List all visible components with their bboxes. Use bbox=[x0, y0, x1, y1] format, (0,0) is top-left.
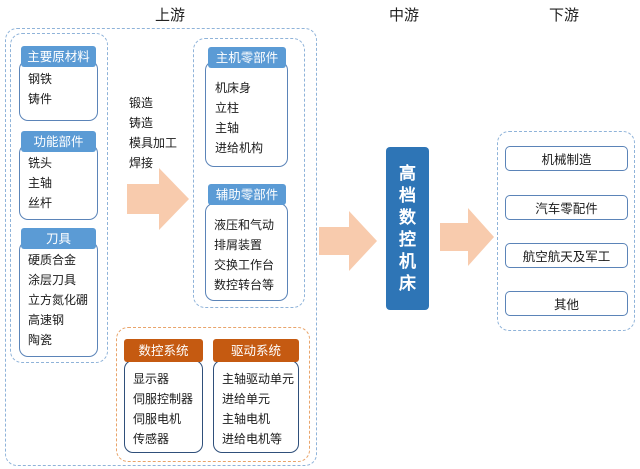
list-item: 数控转台等 bbox=[214, 278, 275, 292]
drive-system-header: 驱动系统 bbox=[213, 339, 299, 362]
list-item: 传感器 bbox=[133, 432, 170, 446]
list-item: 伺服控制器 bbox=[133, 392, 194, 406]
main-materials-header: 主要原材料 bbox=[21, 46, 96, 67]
downstream-item: 其他 bbox=[505, 291, 628, 316]
list-item: 主轴 bbox=[28, 176, 53, 190]
process-list: 锻造 铸造 模具加工 焊接 bbox=[129, 93, 177, 173]
arrow-right-icon bbox=[127, 168, 189, 230]
systems-group bbox=[116, 327, 310, 462]
functional-parts-card: 铣头 主轴 丝杆 bbox=[19, 144, 98, 220]
process-item: 焊接 bbox=[129, 156, 154, 170]
host-parts-group bbox=[193, 38, 305, 308]
stage-title-midstream: 中游 bbox=[389, 6, 420, 24]
list-item: 伺服电机 bbox=[133, 412, 182, 426]
arrow-right-icon bbox=[319, 211, 377, 271]
list-item: 高速钢 bbox=[28, 313, 65, 327]
list-item: 机床身 bbox=[215, 81, 252, 95]
functional-parts-header: 功能部件 bbox=[21, 131, 96, 152]
stage-title-upstream: 上游 bbox=[155, 6, 186, 24]
process-item: 模具加工 bbox=[129, 136, 178, 150]
list-item: 排屑装置 bbox=[214, 238, 263, 252]
downstream-item: 机械制造 bbox=[505, 146, 628, 171]
list-item: 进给电机等 bbox=[222, 432, 283, 446]
host-parts-header: 主机零部件 bbox=[208, 47, 286, 68]
list-item: 主轴驱动单元 bbox=[222, 372, 295, 386]
list-item: 显示器 bbox=[133, 372, 170, 386]
cnc-machine-box: 高档数控机床 bbox=[386, 147, 429, 310]
tools-card: 硬质合金 涂层刀具 立方氮化硼 高速钢 陶瓷 bbox=[19, 241, 98, 357]
list-item: 涂层刀具 bbox=[28, 273, 77, 287]
list-item: 进给机构 bbox=[215, 141, 264, 155]
cnc-system-card: 显示器 伺服控制器 伺服电机 传感器 bbox=[124, 360, 203, 453]
cnc-system-list: 显示器 伺服控制器 伺服电机 传感器 bbox=[125, 361, 202, 449]
stage-title-downstream: 下游 bbox=[549, 6, 580, 24]
list-item: 钢铁 bbox=[28, 72, 53, 86]
list-item: 铣头 bbox=[28, 156, 53, 170]
list-item: 硬质合金 bbox=[28, 253, 77, 267]
process-item: 铸造 bbox=[129, 116, 154, 130]
downstream-item: 航空航天及军工 bbox=[505, 243, 628, 268]
cnc-system-header: 数控系统 bbox=[124, 339, 203, 362]
list-item: 液压和气动 bbox=[214, 218, 275, 232]
list-item: 立柱 bbox=[215, 101, 240, 115]
downstream-region bbox=[497, 131, 635, 331]
aux-parts-list: 液压和气动 排屑装置 交换工作台 数控转台等 bbox=[206, 204, 287, 295]
aux-parts-header: 辅助零部件 bbox=[208, 184, 286, 205]
host-parts-list: 机床身 立柱 主轴 进给机构 bbox=[206, 62, 287, 158]
tools-header: 刀具 bbox=[21, 228, 96, 249]
list-item: 铸件 bbox=[28, 92, 53, 106]
list-item: 主轴 bbox=[215, 121, 240, 135]
list-item: 交换工作台 bbox=[214, 258, 275, 272]
list-item: 主轴电机 bbox=[222, 412, 271, 426]
list-item: 陶瓷 bbox=[28, 333, 53, 347]
tools-list: 硬质合金 涂层刀具 立方氮化硼 高速钢 陶瓷 bbox=[20, 242, 97, 350]
list-item: 丝杆 bbox=[28, 196, 53, 210]
list-item: 立方氮化硼 bbox=[28, 293, 89, 307]
drive-system-card: 主轴驱动单元 进给单元 主轴电机 进给电机等 bbox=[213, 360, 299, 453]
main-materials-list: 钢铁 铸件 bbox=[20, 61, 97, 109]
process-item: 锻造 bbox=[129, 96, 154, 110]
list-item: 进给单元 bbox=[222, 392, 271, 406]
aux-parts-card: 液压和气动 排屑装置 交换工作台 数控转台等 bbox=[205, 203, 288, 301]
upstream-region bbox=[5, 28, 317, 466]
functional-parts-list: 铣头 主轴 丝杆 bbox=[20, 145, 97, 213]
arrow-right-icon bbox=[440, 208, 494, 266]
drive-system-list: 主轴驱动单元 进给单元 主轴电机 进给电机等 bbox=[214, 361, 298, 449]
cnc-machine-label: 高档数控机床 bbox=[399, 163, 416, 294]
host-parts-card: 机床身 立柱 主轴 进给机构 bbox=[205, 61, 288, 167]
main-materials-card: 钢铁 铸件 bbox=[19, 60, 98, 121]
materials-group bbox=[10, 33, 108, 363]
downstream-item: 汽车零配件 bbox=[505, 195, 628, 220]
